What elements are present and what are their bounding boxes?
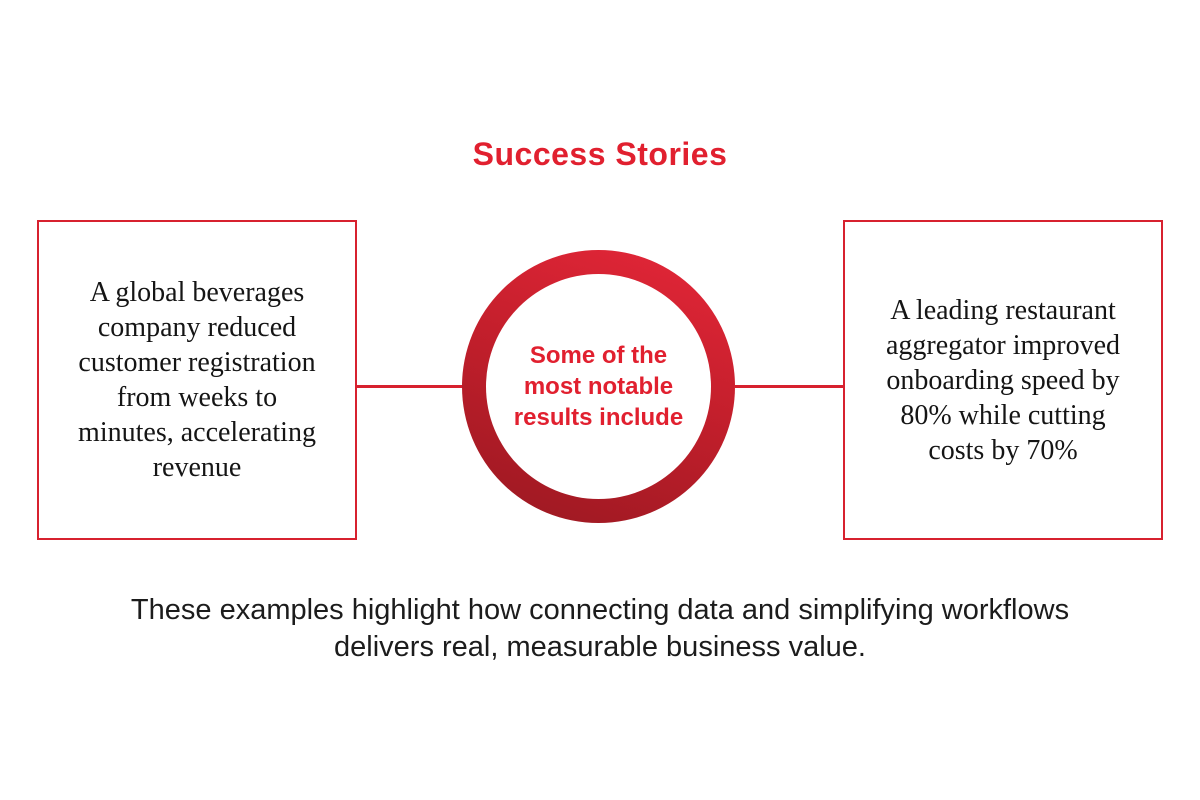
- center-circle-text: Some of the most notable results include: [514, 340, 683, 433]
- left-story-line: company reduced: [97, 312, 297, 343]
- left-story-line: A global beverages: [89, 277, 305, 308]
- footer-summary-text: These examples highlight how connecting …: [0, 592, 1200, 666]
- center-circle-line: Some of the: [529, 342, 668, 369]
- footer-line: delivers real, measurable business value…: [334, 631, 866, 663]
- left-story-line: customer registration: [78, 347, 316, 378]
- left-story-text: A global beverages company reduced custo…: [39, 275, 355, 485]
- center-circle-inner: Some of the most notable results include: [486, 274, 711, 499]
- footer-line: These examples highlight how connecting …: [130, 594, 1070, 626]
- right-story-line: A leading restaurant: [890, 294, 1116, 326]
- right-story-line: 80% while cutting: [900, 399, 1106, 431]
- center-circle-line: results include: [513, 404, 684, 431]
- center-circle-line: most notable: [523, 373, 674, 400]
- right-story-line: onboarding speed by: [886, 364, 1120, 396]
- right-story-text: A leading restaurant aggregator improved…: [845, 293, 1161, 468]
- page-title: Success Stories: [472, 136, 728, 172]
- right-story-line: aggregator improved: [885, 329, 1121, 361]
- right-connector-line: [734, 385, 843, 388]
- left-connector-line: [357, 385, 464, 388]
- left-story-line: from weeks to: [116, 382, 278, 413]
- right-story-box: A leading restaurant aggregator improved…: [843, 220, 1163, 540]
- left-story-line: minutes, accelerating: [78, 417, 316, 448]
- left-story-box: A global beverages company reduced custo…: [37, 220, 357, 540]
- right-story-line: costs by 70%: [928, 434, 1078, 466]
- center-circle: Some of the most notable results include: [462, 250, 735, 523]
- left-story-line: revenue: [152, 452, 242, 483]
